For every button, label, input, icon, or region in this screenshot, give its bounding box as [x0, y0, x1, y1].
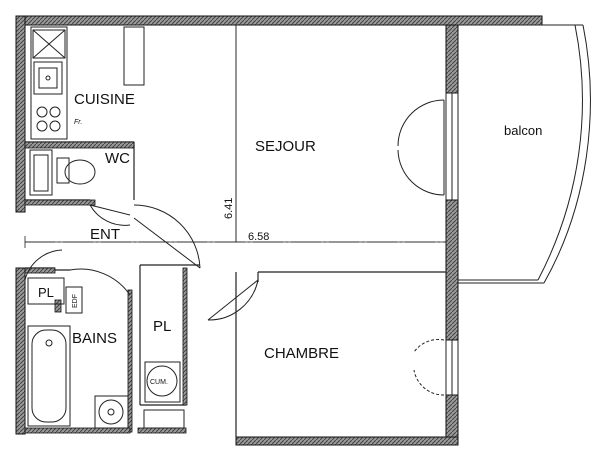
partition-hatches	[24, 141, 188, 434]
toilet-icon	[64, 159, 96, 185]
wc-door	[89, 204, 131, 226]
bedroom-door	[207, 279, 259, 321]
pl-box-left	[27, 277, 65, 305]
cupboard-fixtures	[143, 361, 185, 429]
label-edf: EDF	[72, 294, 79, 308]
hob-icon	[36, 106, 61, 132]
wall-right-upper	[445, 24, 459, 94]
label-cum: CUM.	[150, 379, 168, 386]
wall-right-mid	[445, 199, 459, 341]
kitchen-fixtures	[30, 26, 145, 140]
interior-walls	[25, 25, 446, 437]
label-bains: BAINS	[72, 330, 117, 347]
label-wc: WC	[105, 150, 130, 167]
label-ent: ENT	[90, 226, 120, 243]
dimension-height: 6.41	[223, 198, 235, 219]
label-fridge: Fr.	[74, 119, 82, 126]
dimension-lines	[24, 25, 447, 248]
balcony-door	[397, 99, 445, 196]
label-pl-center: PL	[153, 318, 171, 335]
wall-top	[15, 15, 543, 26]
wall-bottom-right	[235, 436, 459, 446]
bath-door	[69, 268, 131, 296]
edf-box	[65, 286, 83, 314]
dimension-width: 6.58	[248, 231, 269, 243]
windows	[445, 93, 459, 395]
washbasin-icon	[94, 395, 129, 429]
wall-left-upper	[15, 15, 26, 213]
label-balcon: balcon	[504, 123, 542, 138]
sink-icon	[33, 61, 63, 95]
kitchen-counter	[30, 26, 68, 140]
label-pl-left: PL	[38, 285, 54, 300]
exterior-walls	[15, 15, 543, 446]
bedroom-window	[413, 339, 445, 396]
balcony	[458, 24, 591, 284]
bath-fixtures	[27, 277, 129, 429]
label-chambre: CHAMBRE	[264, 345, 339, 362]
entrance-door	[133, 204, 201, 269]
doors	[24, 99, 445, 396]
bathtub-icon	[27, 325, 71, 427]
label-cuisine: CUISINE	[74, 91, 135, 108]
wall-left-lower	[15, 267, 26, 435]
wc-fixtures	[29, 149, 96, 196]
fridge-icon	[123, 26, 145, 86]
label-sejour: SEJOUR	[255, 138, 316, 155]
water-heater-icon	[146, 365, 178, 397]
